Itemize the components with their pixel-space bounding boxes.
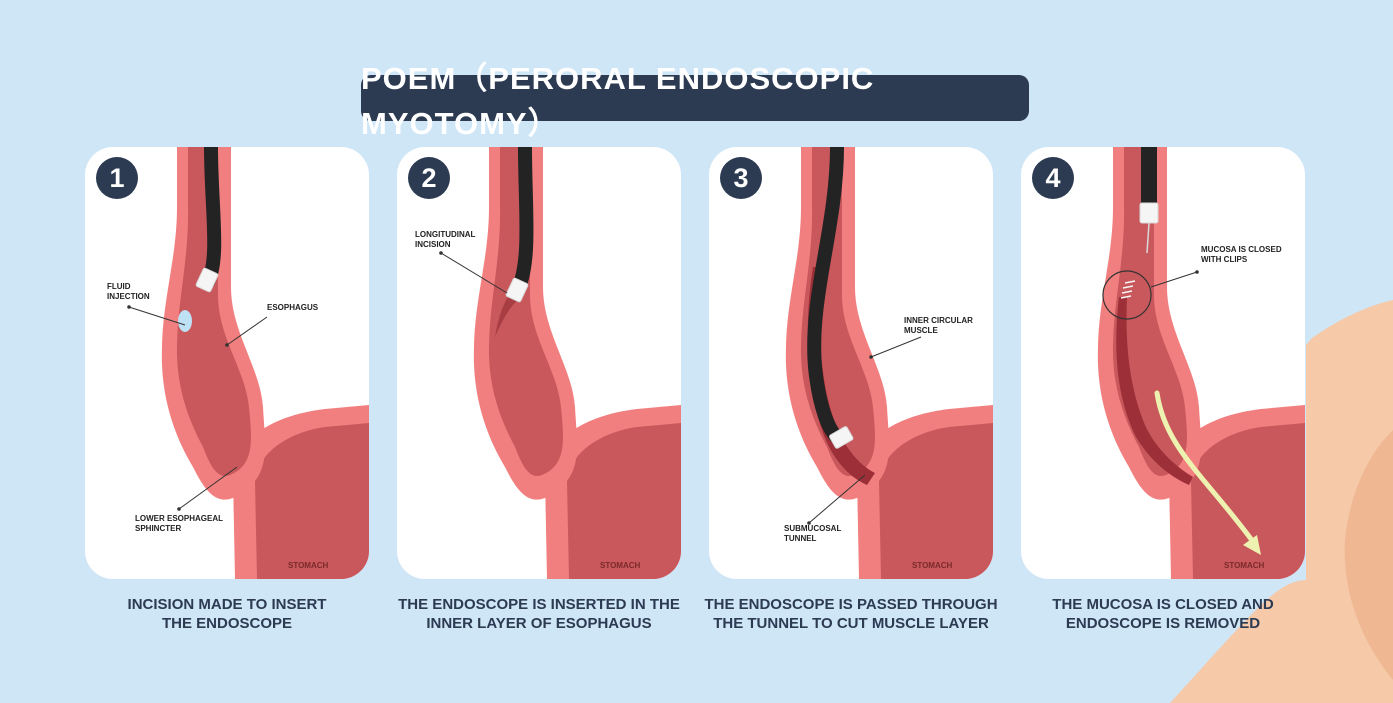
inner-circular-muscle-label: INNER CIRCULAR MUSCLE <box>904 316 973 335</box>
esophagus-lumen <box>488 147 563 476</box>
endoscope-tube <box>1141 147 1157 203</box>
endoscope-tube <box>807 147 846 446</box>
stomach-label: STOMACH <box>1224 561 1265 570</box>
esophagus-diagram <box>439 147 681 579</box>
esophagus-diagram <box>127 147 369 579</box>
fluid-injection-label: FLUID INJECTION <box>107 282 150 301</box>
step-number: 3 <box>720 157 762 199</box>
endoscope-tip <box>195 267 219 293</box>
step-card-3: 3 INNER CIRCULAR MUSCLE SUBMUCOSAL TUNNE… <box>709 147 993 579</box>
endoscope-tip <box>1139 202 1159 224</box>
stomach-inner <box>255 423 369 579</box>
sphincter-label: LOWER ESOPHAGEAL SPHINCTER <box>135 514 224 533</box>
esophagus-diagram <box>785 147 993 579</box>
page-title: POEM（PERORAL ENDOSCOPIC MYOTOMY） <box>361 61 1029 141</box>
step-card-2: 2 LONGITUDINAL INCISION STOMACH <box>397 147 681 579</box>
submucosal-tunnel-label: SUBMUCOSAL TUNNEL <box>784 524 842 543</box>
endoscope-tip <box>505 277 529 303</box>
step-number: 2 <box>408 157 450 199</box>
endoscope-tube <box>512 147 534 294</box>
stomach-inner <box>879 423 993 579</box>
longitudinal-incision-label: LONGITUDINAL INCISION <box>415 230 476 249</box>
step-caption-2: THE ENDOSCOPE IS INSERTED IN THE INNER L… <box>398 596 680 632</box>
endoscope-tube <box>201 147 222 289</box>
stomach-label: STOMACH <box>600 561 641 570</box>
closed-tunnel <box>1116 297 1193 485</box>
esophagus-diagram <box>1097 147 1305 579</box>
removal-arrow <box>1154 390 1254 542</box>
stomach-label: STOMACH <box>288 561 329 570</box>
fluid-bleb <box>178 310 192 332</box>
step-number: 4 <box>1032 157 1074 199</box>
stomach-inner <box>567 423 681 579</box>
step-number: 1 <box>96 157 138 199</box>
esophagus-label: ESOPHAGUS <box>267 303 319 312</box>
step-card-4: 4 MUCOSA IS CLOSED WITH CLIPS STOMACH <box>1021 147 1305 579</box>
esophagus-lumen <box>176 147 251 476</box>
clips-magnifier <box>1102 270 1152 320</box>
stomach-label: STOMACH <box>912 561 953 570</box>
step-card-1: 1 FLUID INJECTION ESOPHAGUS LOWER ESOPHA… <box>85 147 369 579</box>
step-caption-1: INCISION MADE TO INSERT THE ENDOSCOPE <box>127 596 327 632</box>
endoscope-tip <box>829 426 854 449</box>
arrow-head-icon <box>1243 535 1261 555</box>
clips-icon <box>1120 280 1136 299</box>
mucosa-closed-label: MUCOSA IS CLOSED WITH CLIPS <box>1201 245 1282 264</box>
stomach-inner <box>1191 423 1305 579</box>
step-caption-3: THE ENDOSCOPE IS PASSED THROUGH THE TUNN… <box>704 596 998 632</box>
step-caption-4: THE MUCOSA IS CLOSED AND ENDOSCOPE IS RE… <box>1052 596 1274 632</box>
